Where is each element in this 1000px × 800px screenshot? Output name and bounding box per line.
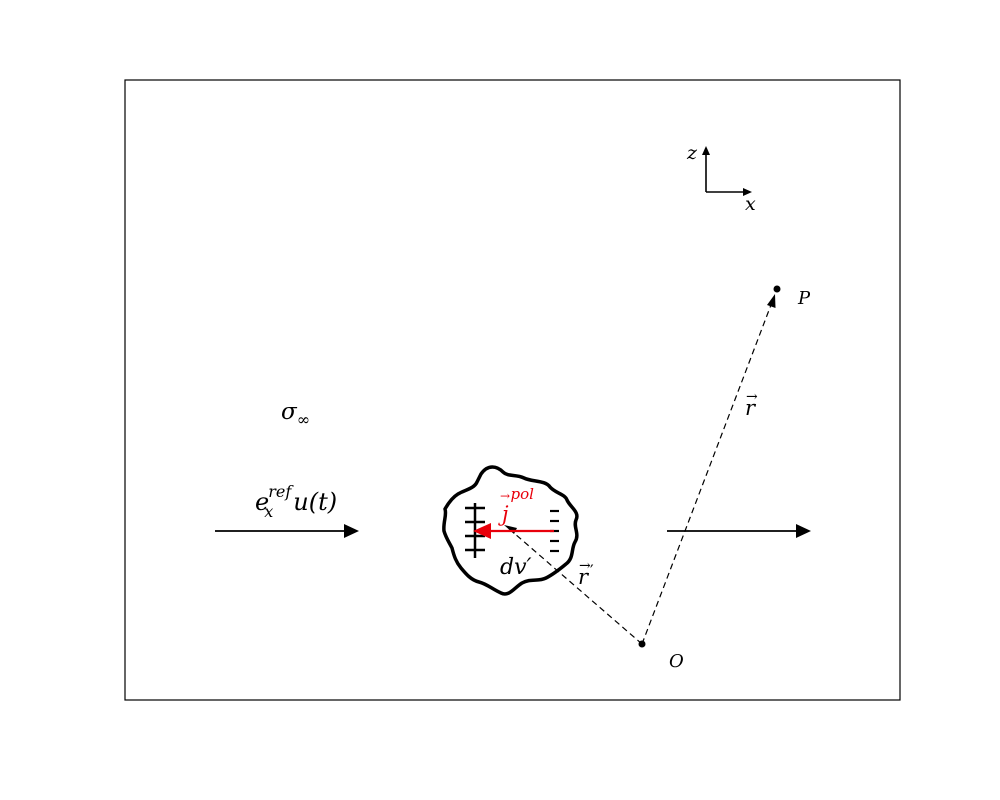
vector-r-prime-mark: ′ — [590, 561, 594, 580]
plot-frame — [124, 79, 901, 701]
vector-r-prime-label: r — [578, 565, 590, 589]
vector-r-label: r — [745, 396, 757, 420]
medium-conductivity-label: σ∞ — [281, 399, 310, 429]
axes-indicator: z x — [686, 142, 756, 215]
origin-label: O — [669, 651, 684, 672]
source-vector-arrowhead — [504, 525, 517, 534]
polarization-current-arrow-accent: → — [500, 489, 510, 503]
vector-r-prime-arrow-accent: → — [579, 558, 591, 574]
point-p-marker — [773, 285, 781, 293]
z-axis-arrowhead — [702, 146, 710, 155]
x-axis-arrowhead — [743, 188, 752, 196]
position-vector-r-arrowhead — [767, 294, 776, 308]
polarization-current-label: jpol — [498, 485, 534, 526]
polarization-current-arrowhead — [473, 523, 491, 539]
transmitted-field-arrowhead — [796, 524, 811, 538]
x-axis-label: x — [745, 193, 756, 215]
polarizable-body-outline — [442, 465, 579, 596]
negative-charges — [550, 509, 559, 553]
incident-field-arrowhead — [344, 524, 359, 538]
z-axis-label: z — [686, 142, 698, 164]
vector-r-arrow-accent: → — [746, 389, 758, 405]
position-vector-r — [641, 296, 775, 645]
point-p-label: P — [797, 288, 811, 309]
volume-element-label: dv′ — [500, 555, 532, 580]
